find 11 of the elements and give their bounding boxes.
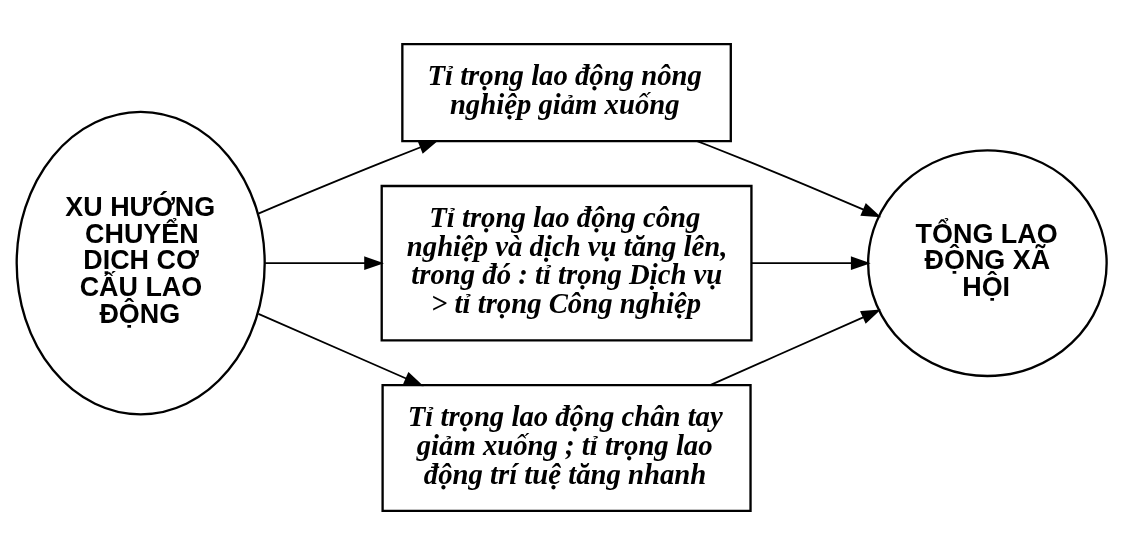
arrow	[751, 255, 871, 270]
node-box: Tỉ trọng lao động nông nghiệp giảm xuống	[401, 42, 732, 142]
node-box: Tỉ trọng lao động công nghiệp và dịch vụ tăng lên, trong đó : tỉ trọng Dịch vụ > tỉ trọng Công nghiệp	[380, 184, 753, 341]
node-circle: TỔNG LAO ĐỘNG XÃ HỘI	[867, 148, 1108, 377]
arrow	[709, 309, 881, 386]
arrow	[257, 312, 424, 386]
arrow	[696, 139, 882, 217]
node-box: Tỉ trọng lao động chân tay giảm xuống ; tỉ trọng lao động trí tuệ tăng nhanh	[381, 383, 752, 512]
arrow	[264, 255, 384, 270]
node-ellipse: XU HƯỚNG CHUYỂN DỊCH CƠ CẤU LAO ĐỘNG	[15, 110, 266, 416]
arrow	[257, 139, 439, 214]
